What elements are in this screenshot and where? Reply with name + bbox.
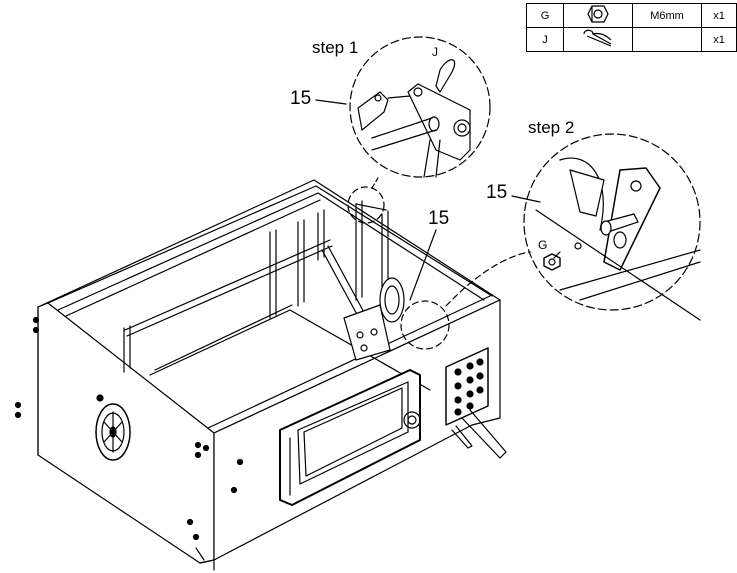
step-2-leader <box>400 251 531 350</box>
part-qty: x1 <box>701 27 737 52</box>
part-15-callout: 15 <box>290 88 312 109</box>
parts-row: G M6mm x1 <box>526 3 737 28</box>
step-1-leader <box>347 177 385 224</box>
connector-plate <box>445 347 489 426</box>
part-letter: J <box>526 27 564 52</box>
step-2-detail <box>523 133 701 321</box>
pin-j-label: J <box>432 45 438 59</box>
parts-table: G M6mm x1 J x1 <box>526 3 737 52</box>
step-2-label: step 2 <box>528 118 575 137</box>
hex-nut-icon <box>563 3 633 28</box>
bottom-rails <box>195 409 507 561</box>
label-leaders <box>315 99 561 301</box>
step-1-detail <box>349 36 491 178</box>
fan-vent-icon <box>95 394 131 461</box>
r-clip-pin-icon <box>563 27 633 52</box>
parts-row: J x1 <box>526 27 737 52</box>
front-window <box>279 369 421 506</box>
part-15-callout: 15 <box>486 182 508 203</box>
part-size: M6mm <box>632 3 702 28</box>
part-size <box>632 27 702 52</box>
step-1-label: step 1 <box>312 38 359 57</box>
part-qty: x1 <box>701 3 737 28</box>
part-letter: G <box>526 3 564 28</box>
nut-g-label: G <box>538 238 548 252</box>
main-frame <box>14 179 501 571</box>
part-15-callout: 15 <box>428 208 450 229</box>
